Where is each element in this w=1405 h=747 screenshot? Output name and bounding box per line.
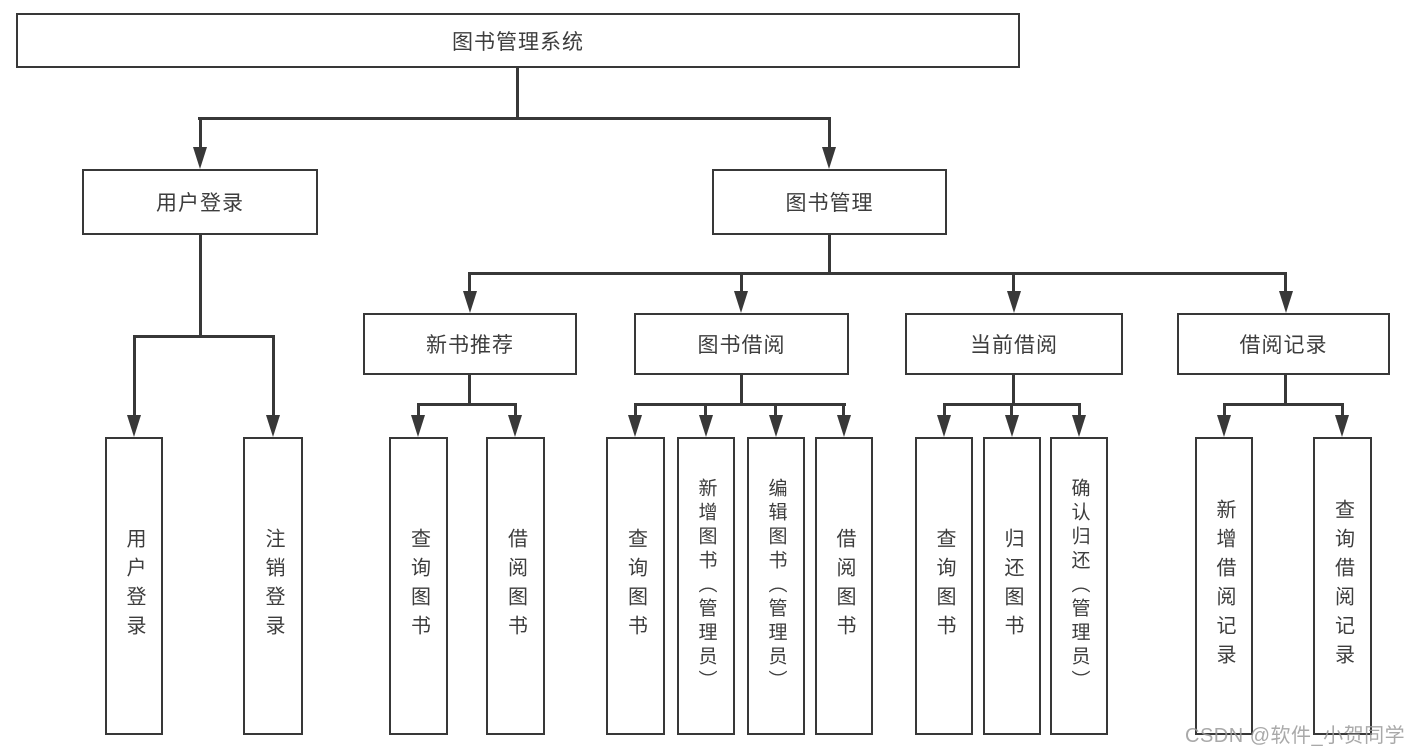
node-current-borrowing: 当前借阅: [905, 313, 1123, 375]
connector-arrow-line: [514, 405, 517, 417]
leaf-nbr-query-books: 查询图书: [389, 437, 448, 735]
arrow-down-icon: [769, 415, 783, 437]
connector-br-bar: [1223, 403, 1344, 406]
connector-br-stem: [1284, 375, 1287, 406]
arrow-down-icon: [837, 415, 851, 437]
leaf-br-add-record: 新增借阅记录: [1195, 437, 1253, 735]
connector-arrow-line: [828, 118, 831, 149]
leaf-cb-confirm-return: 确认归还（管理员）: [1050, 437, 1108, 735]
arrow-down-icon: [937, 415, 951, 437]
connector-arrow-line: [272, 337, 275, 417]
node-current-borrowing-label: 当前借阅: [970, 334, 1058, 357]
connector-arrow-line: [774, 405, 777, 417]
arrow-down-icon: [1279, 291, 1293, 313]
connector-arrow-line: [199, 118, 202, 149]
leaf-logout: 注销登录: [243, 437, 303, 735]
connector-bb-stem: [740, 375, 743, 406]
leaf-bb-edit-books-label: 编辑图书（管理员）: [765, 478, 787, 694]
node-borrowing-records: 借阅记录: [1177, 313, 1390, 375]
leaf-cb-query-books: 查询图书: [915, 437, 973, 735]
connector-bookmgmt-stem: [828, 235, 831, 275]
arrow-down-icon: [1005, 415, 1019, 437]
connector-arrow-line: [1341, 405, 1344, 417]
connector-bookmgmt-bar: [468, 272, 1287, 275]
arrow-down-icon: [1335, 415, 1349, 437]
leaf-cb-confirm-return-label: 确认归还（管理员）: [1068, 478, 1090, 694]
leaf-user-login-label: 用户登录: [123, 528, 145, 644]
leaf-bb-add-books: 新增图书（管理员）: [677, 437, 735, 735]
connector-arrow-line: [1284, 274, 1287, 293]
connector-arrow-line: [1078, 405, 1081, 417]
leaf-logout-label: 注销登录: [262, 528, 284, 644]
leaf-br-query-record-label: 查询借阅记录: [1331, 499, 1354, 673]
node-root-label: 图书管理系统: [452, 30, 584, 54]
arrow-down-icon: [508, 415, 522, 437]
connector-nbr-bar: [417, 403, 517, 406]
leaf-br-add-record-label: 新增借阅记录: [1213, 499, 1235, 673]
arrow-down-icon: [628, 415, 642, 437]
arrow-down-icon: [411, 415, 425, 437]
csdn-watermark: CSDN @软件_小贺同学: [1185, 725, 1405, 747]
node-root: 图书管理系统: [16, 13, 1020, 68]
leaf-nbr-borrow-books: 借阅图书: [486, 437, 545, 735]
leaf-cb-query-books-label: 查询图书: [933, 528, 955, 644]
connector-arrow-line: [634, 405, 637, 417]
connector-bb-bar: [634, 403, 846, 406]
connector-arrow-line: [1010, 405, 1013, 417]
node-new-book-recommend: 新书推荐: [363, 313, 577, 375]
connector-cb-stem: [1012, 375, 1015, 406]
node-book-management-label: 图书管理: [785, 192, 874, 215]
leaf-bb-add-books-label: 新增图书（管理员）: [695, 478, 717, 694]
leaf-cb-return-books: 归还图书: [983, 437, 1041, 735]
arrow-down-icon: [193, 147, 207, 169]
node-new-book-recommend-label: 新书推荐: [426, 334, 514, 357]
connector-arrow-line: [133, 337, 136, 417]
arrow-down-icon: [266, 415, 280, 437]
connector-arrow-line: [1223, 405, 1226, 417]
node-user-login-label: 用户登录: [156, 192, 244, 215]
arrow-down-icon: [699, 415, 713, 437]
leaf-br-query-record: 查询借阅记录: [1313, 437, 1372, 735]
connector-arrow-line: [417, 405, 420, 417]
connector-root-stem: [516, 68, 519, 118]
connector-arrow-line: [842, 405, 845, 417]
connector-root-bar: [198, 117, 831, 120]
node-book-management: 图书管理: [712, 169, 947, 235]
connector-arrow-line: [704, 405, 707, 417]
leaf-nbr-query-books-label: 查询图书: [407, 528, 430, 644]
arrow-down-icon: [1072, 415, 1086, 437]
leaf-bb-query-books: 查询图书: [606, 437, 665, 735]
arrow-down-icon: [1217, 415, 1231, 437]
connector-arrow-line: [740, 274, 743, 293]
leaf-user-login: 用户登录: [105, 437, 163, 735]
leaf-bb-edit-books: 编辑图书（管理员）: [747, 437, 805, 735]
connector-cb-bar: [943, 403, 1081, 406]
leaf-bb-borrow-books-label: 借阅图书: [833, 528, 855, 644]
connector-userlogin-stem: [199, 235, 202, 338]
node-borrowing-records-label: 借阅记录: [1239, 334, 1328, 357]
connector-arrow-line: [468, 274, 471, 293]
leaf-nbr-borrow-books-label: 借阅图书: [504, 528, 527, 644]
connector-arrow-line: [1012, 274, 1015, 293]
arrow-down-icon: [822, 147, 836, 169]
connector-arrow-line: [943, 405, 946, 417]
node-book-borrowing: 图书借阅: [634, 313, 849, 375]
connector-nbr-stem: [468, 375, 471, 406]
arrow-down-icon: [1007, 291, 1021, 313]
node-book-borrowing-label: 图书借阅: [697, 334, 786, 357]
leaf-cb-return-books-label: 归还图书: [1001, 528, 1023, 644]
arrow-down-icon: [127, 415, 141, 437]
node-user-login: 用户登录: [82, 169, 318, 235]
arrow-down-icon: [463, 291, 477, 313]
connector-userlogin-bar: [133, 335, 275, 338]
leaf-bb-borrow-books: 借阅图书: [815, 437, 873, 735]
leaf-bb-query-books-label: 查询图书: [624, 528, 647, 644]
arrow-down-icon: [734, 291, 748, 313]
